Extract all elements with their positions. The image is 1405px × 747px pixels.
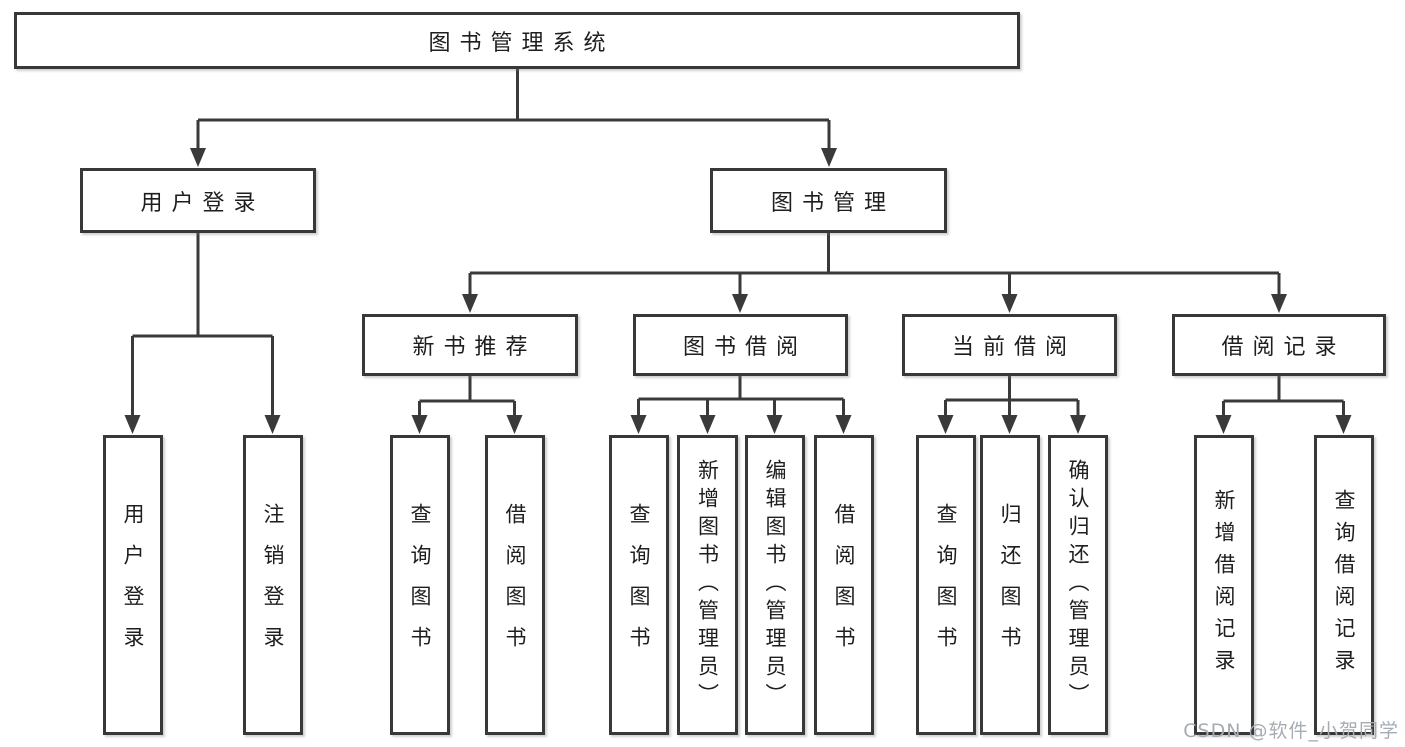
node-book-borrowing: 图书借阅	[633, 314, 848, 376]
leaf-query-books-current: 查询图书	[916, 435, 976, 735]
node-current-borrowing: 当前借阅	[902, 314, 1117, 376]
node-library-management-system: 图书管理系统	[14, 12, 1020, 69]
node-label: 借阅图书	[503, 503, 527, 667]
node-label: 新增图书（管理员）	[695, 459, 720, 711]
node-label: 查询图书	[934, 503, 958, 667]
node-label: 查询图书	[627, 503, 651, 667]
node-label: 用户登录	[121, 503, 145, 667]
node-label: 编辑图书（管理员）	[763, 459, 787, 711]
node-label: 新增借阅记录	[1212, 489, 1236, 681]
node-book-management: 图书管理	[710, 168, 947, 233]
node-label: 图书管理	[770, 190, 895, 216]
node-label: 查询图书	[408, 503, 432, 667]
node-label: 图书借阅	[682, 335, 807, 360]
node-label: 借阅记录	[1221, 335, 1346, 360]
leaf-logout: 注销登录	[243, 435, 303, 735]
leaf-edit-book-admin: 编辑图书（管理员）	[745, 435, 805, 735]
node-label: 归还图书	[998, 503, 1022, 667]
node-label: 注销登录	[261, 503, 285, 667]
leaf-query-borrow-record: 查询借阅记录	[1314, 435, 1374, 735]
csdn-watermark: CSDN @软件_小贺同学	[1183, 720, 1399, 742]
node-borrowing-records: 借阅记录	[1172, 314, 1386, 376]
node-user-login: 用户登录	[80, 168, 316, 233]
node-new-book-recommend: 新书推荐	[362, 314, 578, 376]
leaf-query-books-borrowing: 查询图书	[609, 435, 669, 735]
node-label: 用户登录	[140, 190, 265, 216]
node-label: 当前借阅	[951, 335, 1076, 360]
node-label: 确认归还（管理员）	[1066, 459, 1090, 711]
leaf-borrow-books: 借阅图书	[814, 435, 874, 735]
node-label: 新书推荐	[412, 335, 537, 360]
leaf-add-borrow-record: 新增借阅记录	[1194, 435, 1254, 735]
leaf-confirm-return-admin: 确认归还（管理员）	[1048, 435, 1108, 735]
leaf-user-login: 用户登录	[103, 435, 163, 735]
node-label: 查询借阅记录	[1332, 489, 1356, 681]
leaf-return-books: 归还图书	[980, 435, 1040, 735]
leaf-borrow-books-recommend: 借阅图书	[485, 435, 545, 735]
leaf-add-book-admin: 新增图书（管理员）	[677, 435, 738, 735]
leaf-query-books-recommend: 查询图书	[390, 435, 450, 735]
node-label: 图书管理系统	[428, 30, 615, 56]
node-label: 借阅图书	[832, 503, 856, 667]
